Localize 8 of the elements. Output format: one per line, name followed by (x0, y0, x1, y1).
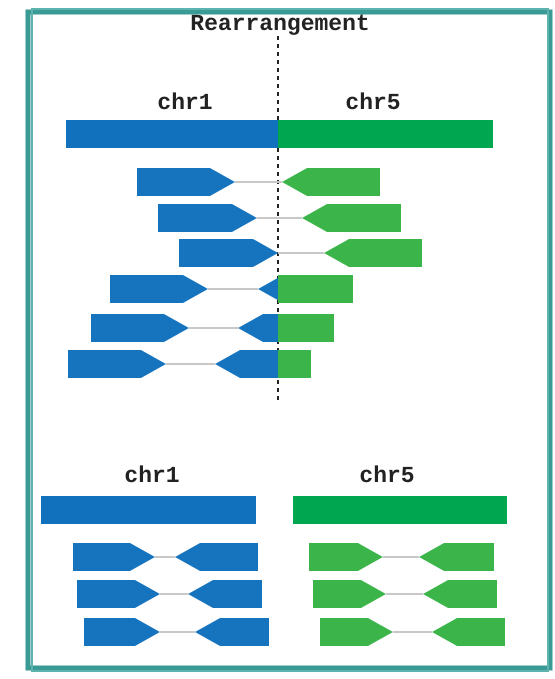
chromosome-bar (293, 496, 507, 524)
diagram-title: Rearrangement (190, 13, 370, 36)
chromosome-bar (41, 496, 256, 524)
chromosome-label: chr1 (157, 92, 213, 115)
chromosome-label: chr5 (359, 465, 415, 488)
chromosome-label: chr1 (124, 465, 180, 488)
chromosome-bar (66, 120, 493, 148)
chromosome-label: chr5 (345, 92, 401, 115)
